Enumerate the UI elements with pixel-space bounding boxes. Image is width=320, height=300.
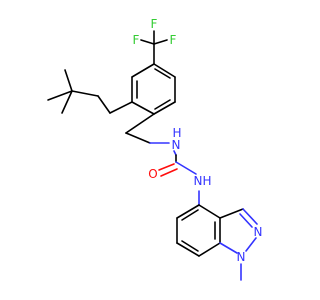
carbonyl-oxygen-label: O <box>148 167 157 181</box>
bond-carbonyl-o-2 <box>160 168 178 177</box>
bond-cf3-c-to-f-right <box>153 39 168 45</box>
bond-pyrazole-b <box>242 208 258 225</box>
bond-tbu-1 <box>64 69 73 92</box>
indazole-nitrogen-label: N <box>254 225 263 239</box>
bond-ring1-double-2 <box>154 99 171 110</box>
bond-cf3-c-to-f-left <box>140 39 155 45</box>
bond-indazole-double-1 <box>181 209 199 221</box>
bond-tbu-3 <box>61 90 73 114</box>
bond-chain-2 <box>97 95 111 114</box>
fluorine-atom-label: F <box>133 33 140 47</box>
urea-nitrogen-label: N <box>172 138 181 152</box>
bond-chain-3 <box>71 90 99 97</box>
bond-indazole-c <box>176 242 200 257</box>
molecule-structure: F F F H N O N H N N <box>47 17 263 281</box>
bond-ring1-d <box>131 101 155 115</box>
amine-hydrogen-label: H <box>202 174 211 188</box>
bond-layer <box>47 30 258 281</box>
bond-ring1-f <box>131 63 155 78</box>
bond-pyrazole-n-n <box>245 237 257 252</box>
bond-ch2-1 <box>125 113 155 134</box>
bond-pyrazole-n-c <box>219 242 238 254</box>
bond-indazole-d <box>198 242 221 257</box>
bond-ring1-double-1 <box>154 68 171 79</box>
bond-chain-1 <box>109 101 133 114</box>
fluorine-atom-label: F <box>170 33 177 47</box>
urea-nitrogen-label: N <box>194 174 203 188</box>
bond-indazole-double-2 <box>181 240 199 252</box>
bond-indazole-f <box>198 204 221 219</box>
bond-tbu-2 <box>47 90 73 101</box>
bond-indazole-a <box>176 204 200 219</box>
bond-pyrazole-double <box>239 213 253 228</box>
atom-label-layer: F F F H N O N H N N <box>133 17 263 264</box>
bond-ring1-c <box>153 101 176 115</box>
bond-carbonyl-to-nh <box>175 161 197 175</box>
bond-ring1-a <box>153 63 176 78</box>
indazole-nitrogen-label: N <box>237 250 246 264</box>
bond-pyrazole-a <box>219 208 244 219</box>
bond-ch2-2 <box>125 132 151 144</box>
amine-hydrogen-label: H <box>172 126 181 140</box>
fluorine-atom-label: F <box>151 17 158 31</box>
bond-carbonyl-o-1 <box>158 163 175 171</box>
